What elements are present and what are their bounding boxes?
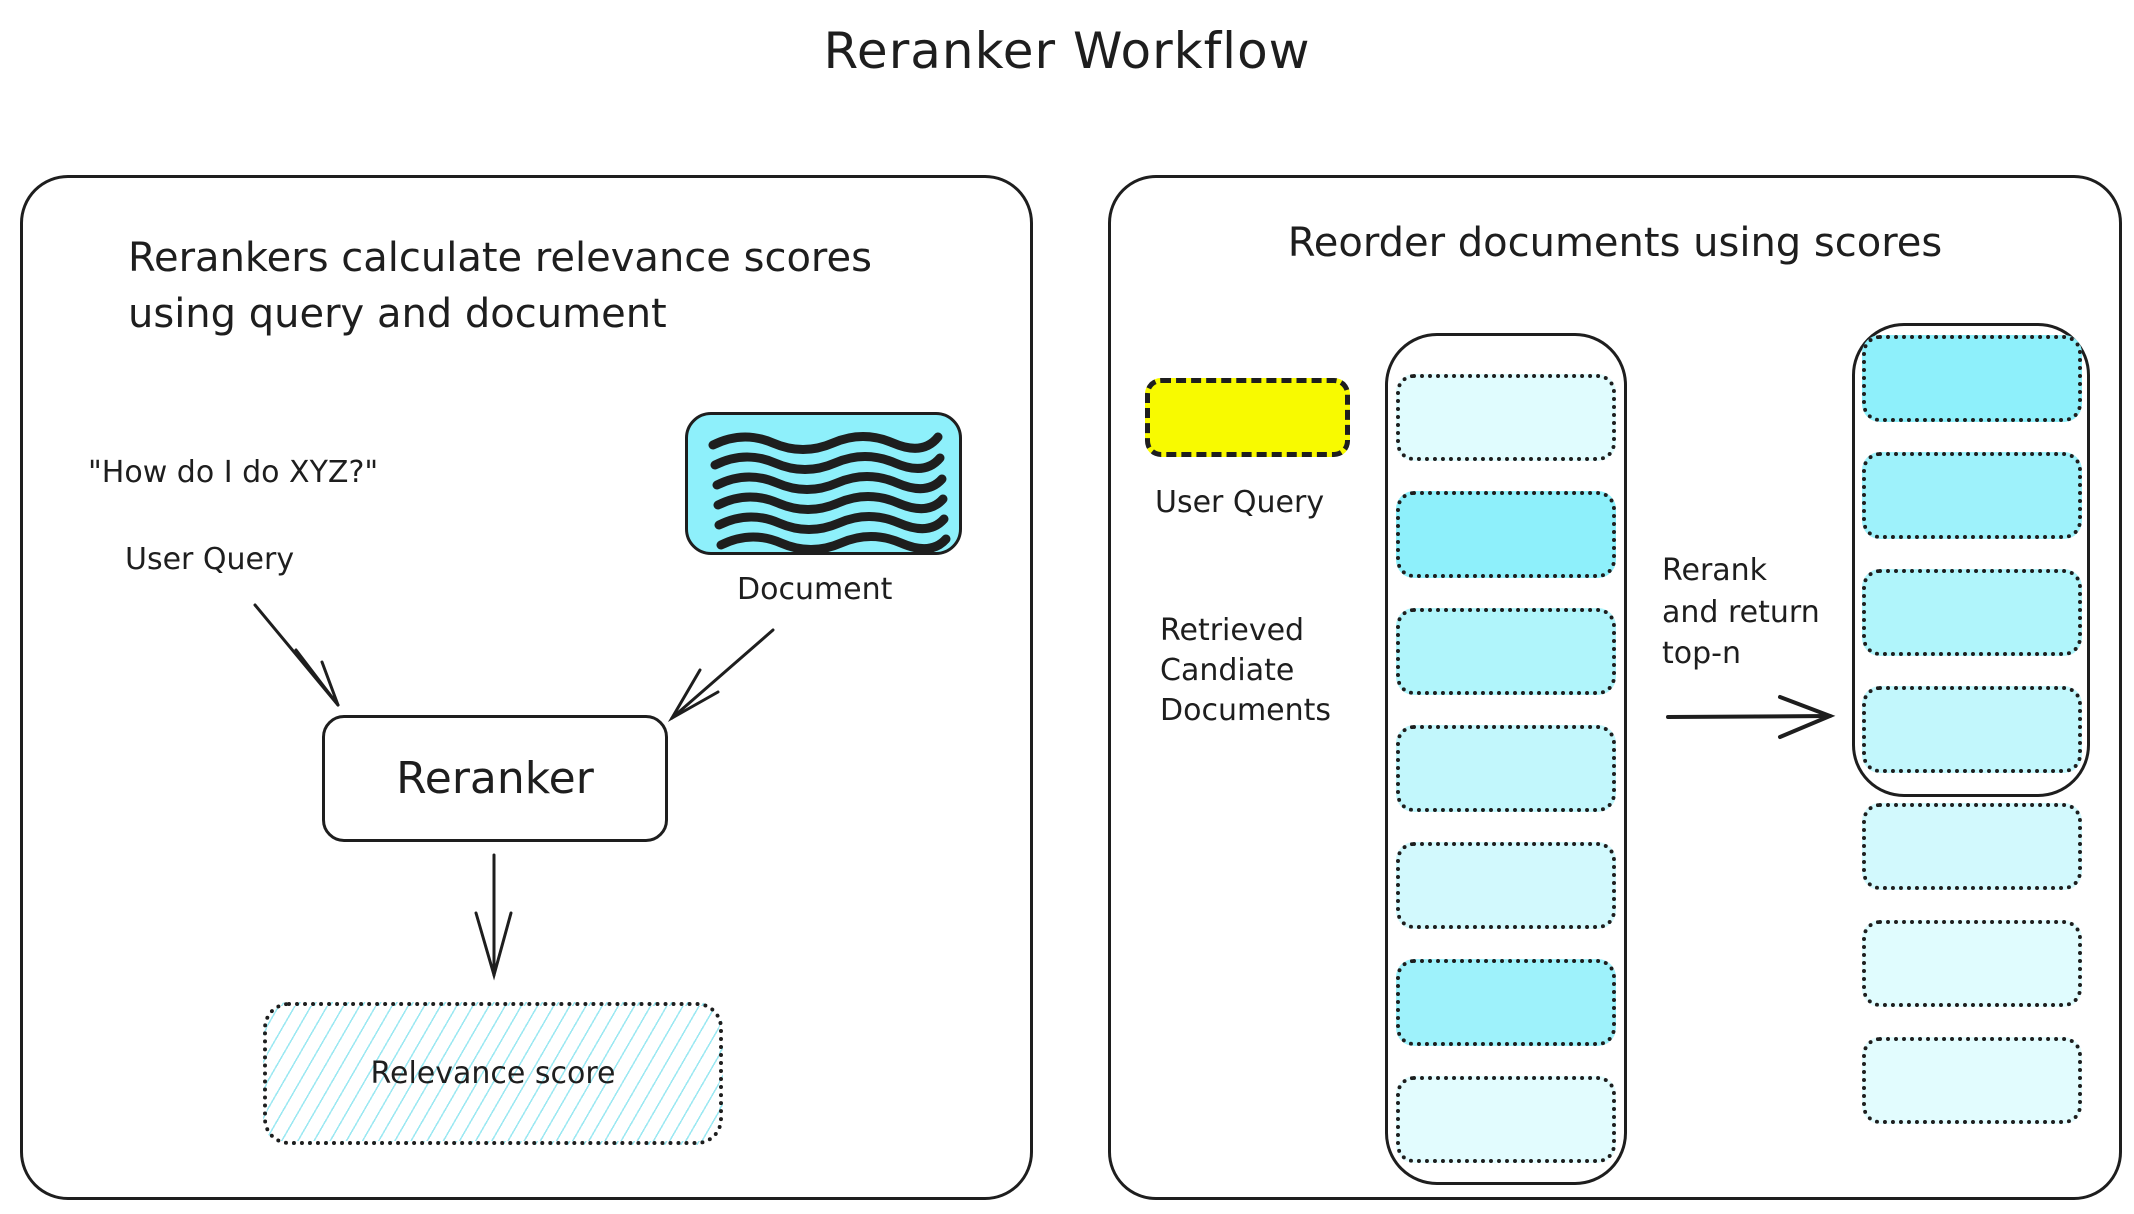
reranked-document-card bbox=[1862, 803, 2082, 890]
reranker-box: Reranker bbox=[322, 715, 668, 842]
query-example-text: "How do I do XYZ?" bbox=[88, 455, 379, 490]
relevance-score-box: Relevance score bbox=[263, 1002, 723, 1145]
right-user-query-label: User Query bbox=[1155, 485, 1325, 520]
reranked-document-card bbox=[1862, 686, 2082, 773]
candidate-document-card bbox=[1396, 842, 1616, 929]
user-query-box bbox=[1145, 378, 1350, 457]
candidates-label-line2: Candiate bbox=[1160, 653, 1295, 688]
candidates-label-line3: Documents bbox=[1160, 693, 1332, 728]
left-panel-heading-line1: Rerankers calculate relevance scores bbox=[128, 235, 872, 281]
rerank-label-line2: and return bbox=[1662, 595, 1820, 630]
diagram-title: Reranker Workflow bbox=[823, 22, 1311, 80]
top-n-column bbox=[1852, 323, 2090, 797]
document-label: Document bbox=[737, 572, 893, 607]
rerank-label-line3: top-n bbox=[1662, 636, 1741, 671]
reranked-document-card bbox=[1862, 569, 2082, 656]
candidate-document-card bbox=[1396, 374, 1616, 461]
reranker-label: Reranker bbox=[396, 753, 594, 804]
right-panel bbox=[1108, 175, 2122, 1200]
reranked-document-card bbox=[1862, 1037, 2082, 1124]
candidate-document-card bbox=[1396, 608, 1616, 695]
rerank-label-line1: Rerank bbox=[1662, 553, 1768, 588]
relevance-score-label: Relevance score bbox=[370, 1056, 616, 1091]
candidates-label-line1: Retrieved bbox=[1160, 613, 1305, 648]
candidate-document-card bbox=[1396, 1076, 1616, 1163]
user-query-label: User Query bbox=[125, 542, 295, 577]
candidate-documents-column bbox=[1385, 333, 1627, 1185]
candidate-document-card bbox=[1396, 725, 1616, 812]
reranked-document-card bbox=[1862, 335, 2082, 422]
reranked-document-card bbox=[1862, 452, 2082, 539]
document-text-icon bbox=[708, 432, 951, 552]
candidate-document-card bbox=[1396, 491, 1616, 578]
reranked-document-card bbox=[1862, 920, 2082, 1007]
left-panel bbox=[20, 175, 1033, 1200]
right-panel-heading: Reorder documents using scores bbox=[1287, 220, 1943, 266]
left-panel-heading-line2: using query and document bbox=[128, 291, 667, 337]
candidate-document-card bbox=[1396, 959, 1616, 1046]
document-box bbox=[685, 412, 962, 555]
